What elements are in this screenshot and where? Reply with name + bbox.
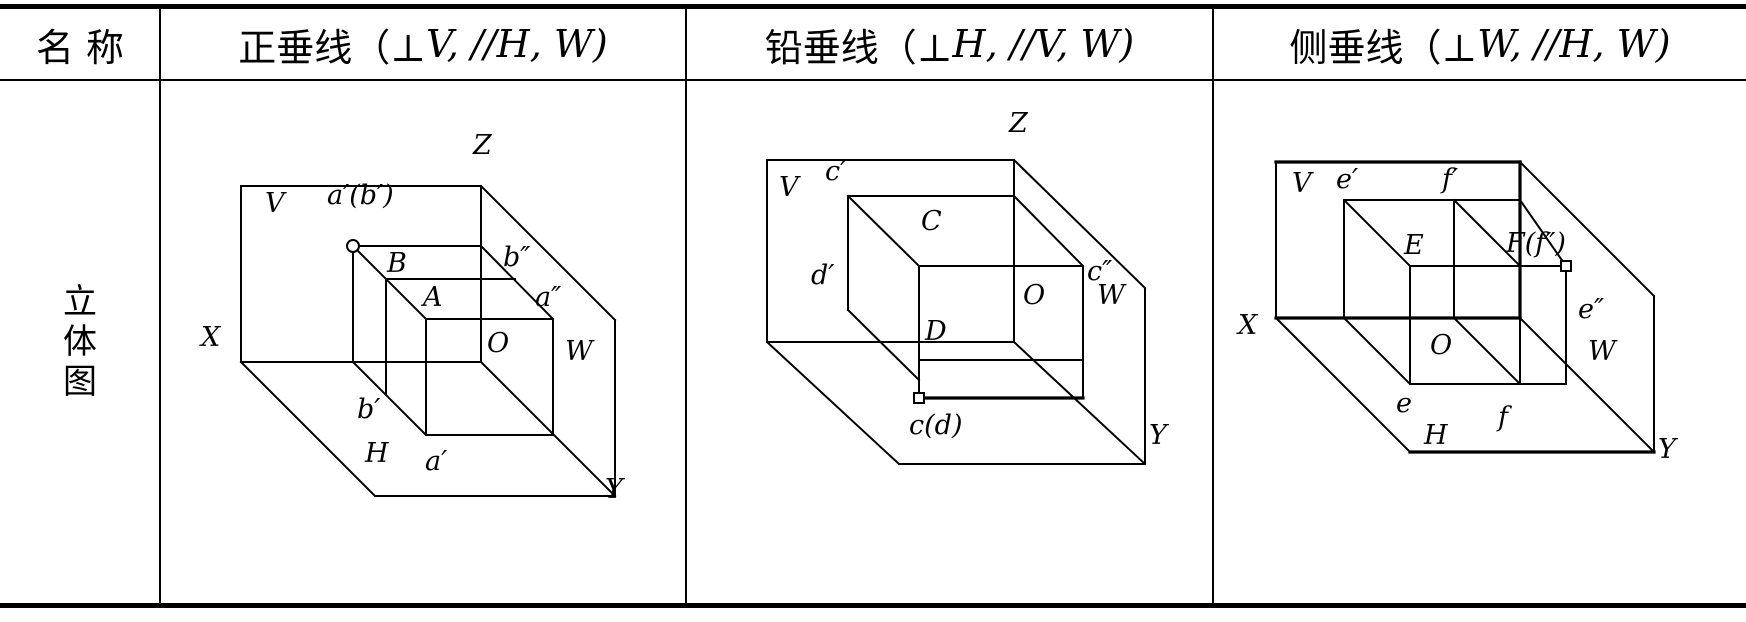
label-h: H <box>364 438 389 469</box>
label-d-prime: d′ <box>811 260 834 291</box>
header-name: 名 称 <box>0 8 160 80</box>
point-f-f-double-prime <box>1560 260 1572 272</box>
header-col3: 侧垂线（⊥ W, //H, W) <box>1214 8 1746 80</box>
label-f: f <box>1496 402 1512 433</box>
figure-frontal-perpendicular: Z V a′(b′) B A b″ a″ X O W b′ H a′ Y <box>199 130 625 505</box>
line-segment-cd <box>846 194 1085 400</box>
label-o: O <box>1023 280 1045 311</box>
label-z: Z <box>472 130 493 161</box>
header-col3-title: 侧垂线（⊥ <box>1289 25 1478 70</box>
label-h: H <box>1423 420 1448 451</box>
label-a-upper: A <box>420 282 443 313</box>
label-w: W <box>565 336 595 367</box>
label-c-double-prime: c″ <box>1087 256 1112 287</box>
label-b-prime: b′ <box>357 394 380 425</box>
label-f-f-double-prime: F(f″) <box>1505 228 1566 259</box>
line-segment-ab <box>351 244 555 437</box>
header-col3-spec: W, //H, W) <box>1477 22 1671 66</box>
label-v: V <box>779 172 801 203</box>
column-divider-3 <box>1212 8 1214 604</box>
label-c-d: c(d) <box>909 410 962 441</box>
label-o: O <box>487 328 509 359</box>
label-a-double-prime: a″ <box>535 282 561 313</box>
label-y: Y <box>605 474 625 505</box>
label-e-upper: E <box>1403 230 1424 261</box>
label-e: e <box>1396 388 1412 419</box>
column-divider-2 <box>685 8 687 604</box>
top-rule <box>0 4 1746 9</box>
projection-box-3 <box>1274 160 1656 454</box>
label-y: Y <box>1149 420 1169 451</box>
label-b-upper: B <box>386 248 407 279</box>
figure-profile-perpendicular: V e′ f′ E F(f″) X e″ O W e H f Y <box>1236 160 1678 465</box>
label-f-prime: f′ <box>1440 164 1458 195</box>
label-a-prime-b-prime: a′(b′) <box>327 180 394 211</box>
header-col2-title: 铅垂线（⊥ <box>764 25 953 70</box>
point-a-prime-b-prime <box>346 239 360 253</box>
header-col2: 铅垂线（⊥ H, //V, W) <box>687 8 1212 80</box>
label-c-upper: C <box>921 206 942 237</box>
label-z: Z <box>1008 108 1029 139</box>
label-d-upper: D <box>924 316 947 347</box>
row-label: 立体图 <box>0 80 160 604</box>
label-v: V <box>1292 168 1314 199</box>
label-e-double-prime: e″ <box>1578 294 1604 325</box>
header-name-text: 名 称 <box>35 25 125 70</box>
projection-box-1 <box>239 184 617 498</box>
label-y: Y <box>1658 434 1678 465</box>
label-o: O <box>1430 330 1452 361</box>
label-x: X <box>1236 310 1259 341</box>
figure-horizontal-perpendicular: Z V c′ C d′ c″ O W D c(d) Y <box>765 108 1169 466</box>
label-a-prime: a′ <box>425 446 447 477</box>
label-w: W <box>1097 280 1127 311</box>
label-w: W <box>1588 336 1618 367</box>
header-col1-spec: V, //H, W) <box>426 22 608 66</box>
projection-box-2 <box>765 158 1147 466</box>
label-b-double-prime: b″ <box>503 242 530 273</box>
line-segment-ef <box>1342 198 1568 386</box>
column-divider-1 <box>159 8 161 604</box>
label-x: X <box>199 322 222 353</box>
header-col2-spec: H, //V, W) <box>952 22 1135 66</box>
header-col1: 正垂线（⊥ V, //H, W) <box>161 8 685 80</box>
label-e-prime: e′ <box>1336 164 1358 195</box>
row-label-text: 立体图 <box>63 282 97 402</box>
header-col1-title: 正垂线（⊥ <box>238 25 426 70</box>
point-c-d <box>913 392 925 404</box>
label-c-prime: c′ <box>825 156 846 187</box>
header-rule <box>0 79 1746 81</box>
bottom-rule <box>0 603 1746 608</box>
label-v: V <box>265 188 287 219</box>
